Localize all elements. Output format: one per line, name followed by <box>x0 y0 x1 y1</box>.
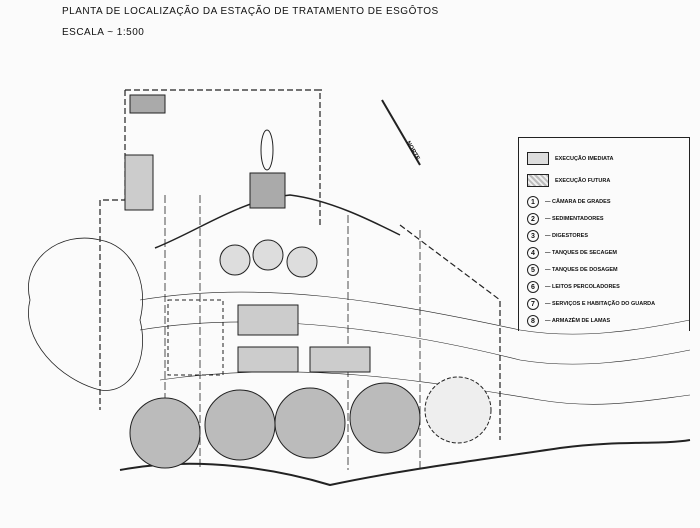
swatch-future <box>527 174 549 187</box>
legend-num: 1 <box>527 196 539 208</box>
legend-num: 3 <box>527 230 539 242</box>
slope-line <box>154 194 401 249</box>
lake-outline <box>28 237 143 391</box>
tower <box>260 129 274 171</box>
future-percolator <box>424 376 492 444</box>
section-lines <box>164 195 421 470</box>
legend-item: 1 — CÂMARA DE GRADES <box>527 196 611 208</box>
legend-label: — SEDIMENTADORES <box>545 216 604 222</box>
legend-item: 5 — TANQUES DE DOSAGEM <box>527 264 618 276</box>
leitos-percoladores <box>129 382 421 469</box>
legend-num: 2 <box>527 213 539 225</box>
legend-label: — LEITOS PERCOLADORES <box>545 284 620 290</box>
legend-num: 7 <box>527 298 539 310</box>
legend-immediate: EXECUÇÃO IMEDIATA <box>527 152 613 165</box>
camara-grades <box>249 172 286 209</box>
drawing-title: PLANTA DE LOCALIZAÇÃO DA ESTAÇÃO DE TRAT… <box>62 6 439 17</box>
legend-label: EXECUÇÃO IMEDIATA <box>555 155 614 162</box>
north-arrow <box>381 99 421 166</box>
legend-num: 5 <box>527 264 539 276</box>
swatch-immediate <box>527 152 549 165</box>
legend-num: 4 <box>527 247 539 259</box>
legend-label: — SERVIÇOS E HABITAÇÃO DO GUARDA <box>545 301 656 307</box>
legend-label: — CÂMARA DE GRADES <box>545 199 611 205</box>
legend-label: — TANQUES DE SECAGEM <box>545 250 618 256</box>
armazem-lamas <box>129 94 166 114</box>
legend-label: — DIGESTORES <box>545 233 588 239</box>
legend-item: 4 — TANQUES DE SECAGEM <box>527 247 617 259</box>
legend-item: 7 — SERVIÇOS E HABITAÇÃO DO GUARDA <box>527 298 655 310</box>
legend-label: EXECUÇÃO FUTURA <box>555 177 611 184</box>
legend-item: 2 — SEDIMENTADORES <box>527 213 604 225</box>
legend-future: EXECUÇÃO FUTURA <box>527 174 610 187</box>
legend-item: 8 — ARMAZÉM DE LAMAS <box>527 315 610 327</box>
site-boundary <box>99 89 501 440</box>
legend-label: — TANQUES DE DOSAGEM <box>545 267 618 273</box>
future-beds <box>167 299 224 376</box>
digestores <box>219 239 318 278</box>
legend-num: 8 <box>527 315 539 327</box>
servicos-guarda <box>124 154 154 211</box>
legend-item: 3 — DIGESTORES <box>527 230 588 242</box>
legend-label: — ARMAZÉM DE LAMAS <box>545 318 611 324</box>
tanques <box>237 304 371 373</box>
legend-num: 6 <box>527 281 539 293</box>
legend-item: 6 — LEITOS PERCOLADORES <box>527 281 620 293</box>
legend: EXECUÇÃO IMEDIATA EXECUÇÃO FUTURA 1 — CÂM… <box>518 137 690 331</box>
drawing-scale: ESCALA ~ 1:500 <box>62 27 145 38</box>
